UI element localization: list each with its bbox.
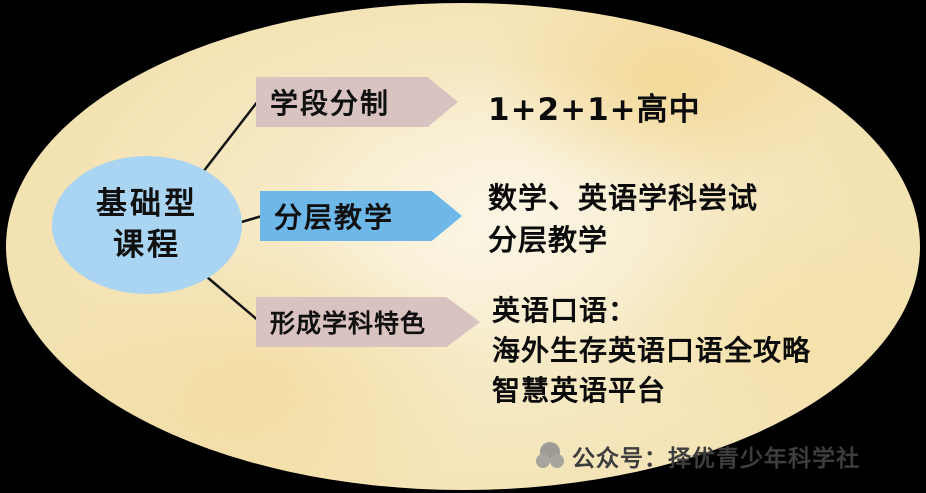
detail-line: 智慧英语平台	[492, 374, 667, 407]
branch-detail-subject-features: 英语口语： 海外生存英语口语全攻略 智慧英语平台	[492, 291, 811, 411]
watermark-text: 公众号：择优青少年科学社	[572, 446, 860, 472]
detail-line: 英语口语：	[492, 294, 638, 327]
detail-line: 1+2+1+高中	[488, 92, 701, 128]
watermark: 公众号：择优青少年科学社	[534, 440, 860, 472]
detail-line: 分层教学	[488, 223, 609, 257]
branch-banner-tiered-teaching: 分层教学	[260, 191, 462, 241]
wechat-official-account-icon	[536, 442, 564, 468]
branch-label: 分层教学	[274, 201, 395, 234]
root-topic-ellipse: 基础型 课程	[52, 156, 242, 294]
branch-banner-stage-division: 学段分制	[256, 77, 458, 127]
branch-detail-tiered-teaching: 数学、英语学科尝试 分层教学	[488, 177, 758, 261]
root-topic-line1: 基础型	[96, 186, 198, 223]
branch-banner-subject-features: 形成学科特色	[256, 297, 480, 347]
branch-label: 学段分制	[270, 87, 391, 120]
detail-line: 数学、英语学科尝试	[488, 181, 759, 215]
branch-label: 形成学科特色	[270, 309, 427, 338]
branch-detail-stage-division: 1+2+1+高中	[488, 84, 701, 129]
root-topic-line2: 课程	[113, 227, 181, 263]
detail-line: 海外生存英语口语全攻略	[492, 334, 812, 367]
